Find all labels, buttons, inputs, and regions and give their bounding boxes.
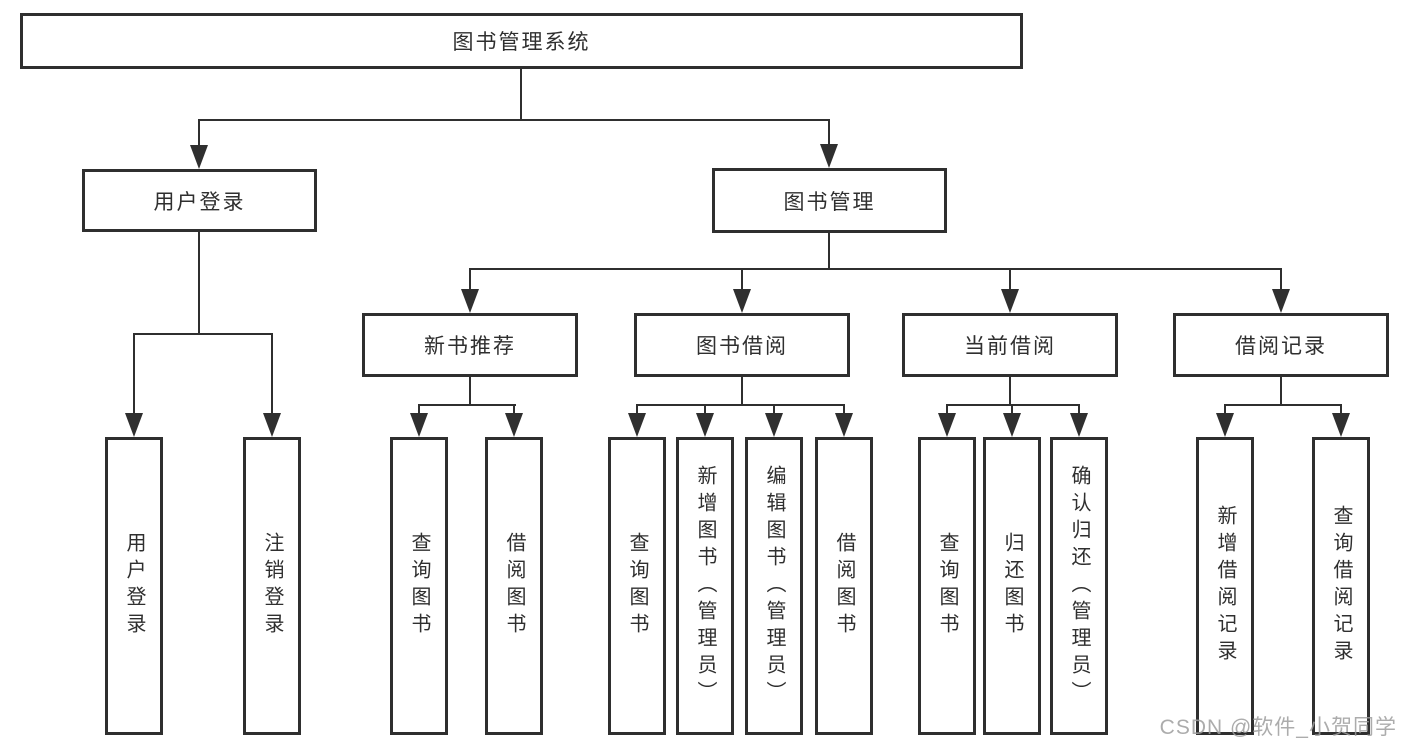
node-borrow-records: 借阅记录 xyxy=(1173,313,1389,377)
leaf-borrow-books-borrowing: 借阅图书 xyxy=(815,437,873,735)
node-label: 编辑图书（管理员） xyxy=(763,464,785,708)
arrowhead-icon xyxy=(938,413,956,437)
node-new-book-recommend: 新书推荐 xyxy=(362,313,578,377)
node-label: 注销登录 xyxy=(261,532,283,640)
connector-line xyxy=(1340,404,1342,415)
connector-line xyxy=(133,333,273,335)
connector-line xyxy=(520,69,522,120)
arrowhead-icon xyxy=(410,413,428,437)
leaf-query-books-borrowing: 查询图书 xyxy=(608,437,666,735)
connector-line xyxy=(773,404,775,415)
node-label: 借阅记录 xyxy=(1235,335,1327,358)
arrowhead-icon xyxy=(820,144,838,168)
connector-line xyxy=(1224,404,1226,415)
connector-line xyxy=(1224,404,1342,406)
leaf-user-login: 用户登录 xyxy=(105,437,163,735)
node-label: 查询图书 xyxy=(408,532,430,640)
connector-line xyxy=(828,233,830,270)
connector-line xyxy=(1078,404,1080,415)
connector-line xyxy=(198,119,200,147)
connector-line xyxy=(946,404,948,415)
arrowhead-icon xyxy=(835,413,853,437)
connector-line xyxy=(843,404,845,415)
connector-line xyxy=(469,268,471,291)
connector-line xyxy=(469,268,1282,270)
node-label: 借阅图书 xyxy=(503,532,525,640)
leaf-confirm-return-admin: 确认归还（管理员） xyxy=(1050,437,1108,735)
arrowhead-icon xyxy=(696,413,714,437)
leaf-borrow-books-recommend: 借阅图书 xyxy=(485,437,543,735)
connector-line xyxy=(1280,268,1282,291)
node-label: 用户登录 xyxy=(153,190,246,214)
node-label: 当前借阅 xyxy=(964,335,1056,358)
connector-line xyxy=(1009,377,1011,406)
arrowhead-icon xyxy=(1070,413,1088,437)
arrowhead-icon xyxy=(125,413,143,437)
node-label: 用户登录 xyxy=(123,532,145,640)
connector-line xyxy=(636,404,845,406)
arrowhead-icon xyxy=(1216,413,1234,437)
connector-line xyxy=(198,119,830,121)
leaf-logout: 注销登录 xyxy=(243,437,301,735)
connector-line xyxy=(636,404,638,415)
arrowhead-icon xyxy=(263,413,281,437)
node-label: 查询图书 xyxy=(626,532,648,640)
connector-line xyxy=(198,232,200,335)
arrowhead-icon xyxy=(733,289,751,313)
connector-line xyxy=(741,377,743,406)
leaf-return-book: 归还图书 xyxy=(983,437,1041,735)
leaf-query-books-current: 查询图书 xyxy=(918,437,976,735)
connector-line xyxy=(513,404,515,415)
connector-line xyxy=(133,333,135,414)
connector-line xyxy=(1280,377,1282,406)
node-label: 查询图书 xyxy=(936,532,958,640)
node-label: 查询借阅记录 xyxy=(1330,505,1352,667)
connector-line xyxy=(469,377,471,406)
connector-line xyxy=(828,119,830,146)
arrowhead-icon xyxy=(1332,413,1350,437)
connector-line xyxy=(271,333,273,414)
arrowhead-icon xyxy=(628,413,646,437)
leaf-add-book-admin: 新增图书（管理员） xyxy=(676,437,734,735)
connector-line xyxy=(741,268,743,291)
leaf-query-books-recommend: 查询图书 xyxy=(390,437,448,735)
node-root: 图书管理系统 xyxy=(20,13,1023,69)
arrowhead-icon xyxy=(1001,289,1019,313)
watermark: CSDN @软件_小贺同学 xyxy=(1159,716,1397,739)
node-label: 图书管理系统 xyxy=(452,31,591,54)
node-label: 借阅图书 xyxy=(833,532,855,640)
leaf-edit-book-admin: 编辑图书（管理员） xyxy=(745,437,803,735)
arrowhead-icon xyxy=(1003,413,1021,437)
connector-line xyxy=(704,404,706,415)
leaf-query-borrow-record: 查询借阅记录 xyxy=(1312,437,1370,735)
node-label: 确认归还（管理员） xyxy=(1068,464,1090,708)
node-book-management: 图书管理 xyxy=(712,168,947,233)
node-label: 图书借阅 xyxy=(696,335,788,358)
node-label: 新书推荐 xyxy=(424,335,516,358)
connector-line xyxy=(1011,404,1013,415)
node-label: 新增图书（管理员） xyxy=(694,464,716,708)
leaf-add-borrow-record: 新增借阅记录 xyxy=(1196,437,1254,735)
arrowhead-icon xyxy=(190,145,208,169)
arrowhead-icon xyxy=(505,413,523,437)
connector-line xyxy=(418,404,516,406)
node-label: 新增借阅记录 xyxy=(1214,505,1236,667)
connector-line xyxy=(418,404,420,415)
node-book-borrowing: 图书借阅 xyxy=(634,313,850,377)
node-label: 归还图书 xyxy=(1001,532,1023,640)
node-user-login: 用户登录 xyxy=(82,169,317,232)
arrowhead-icon xyxy=(1272,289,1290,313)
node-label: 图书管理 xyxy=(783,190,876,214)
node-current-borrowing: 当前借阅 xyxy=(902,313,1118,377)
connector-line xyxy=(946,404,1080,406)
arrowhead-icon xyxy=(461,289,479,313)
connector-line xyxy=(1009,268,1011,291)
arrowhead-icon xyxy=(765,413,783,437)
